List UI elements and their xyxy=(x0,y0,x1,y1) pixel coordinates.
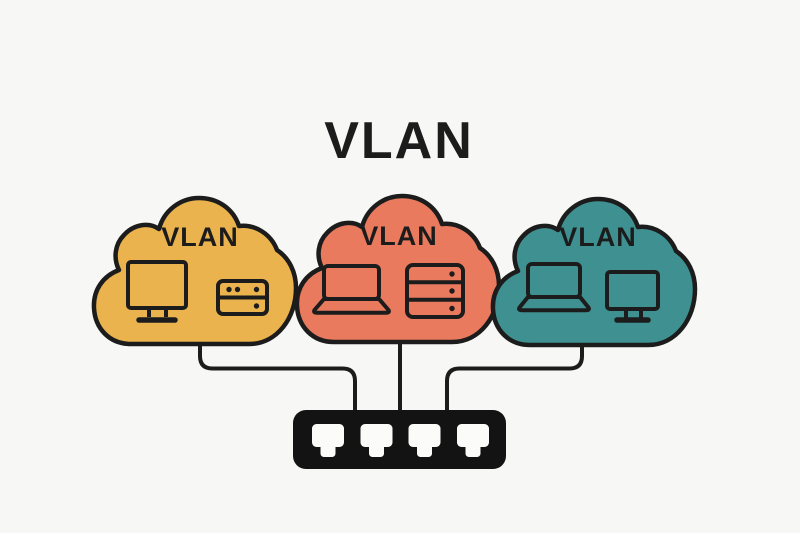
vlan-cloud-1: VLAN xyxy=(94,198,296,344)
ethernet-port-2 xyxy=(360,424,393,457)
vlan-cloud-2: VLAN xyxy=(297,196,499,342)
switch-body xyxy=(293,410,506,469)
ethernet-port-4 xyxy=(457,424,489,457)
laptop-icon xyxy=(312,264,391,315)
page-title: VLAN xyxy=(324,112,474,170)
cloud-label-2: VLAN xyxy=(360,221,438,251)
cloud-shape-3 xyxy=(493,199,695,345)
laptop-icon xyxy=(517,262,591,313)
vlan-cloud-3: VLAN xyxy=(493,199,695,345)
ethernet-port-3 xyxy=(408,424,441,457)
network-switch xyxy=(293,410,506,469)
cloud-label-3: VLAN xyxy=(559,222,637,252)
connectors xyxy=(198,336,584,415)
server-rack-icon xyxy=(405,263,465,319)
desktop-computer-icon xyxy=(126,260,188,323)
cloud-shape-2 xyxy=(297,196,499,342)
cloud-label-1: VLAN xyxy=(161,222,239,252)
network-hub-icon xyxy=(216,279,269,316)
ethernet-port-1 xyxy=(312,424,344,457)
cloud-shape-1 xyxy=(94,198,296,344)
desktop-computer-icon xyxy=(605,270,660,323)
connector-vlan-3 xyxy=(445,336,584,415)
connector-vlan-1 xyxy=(198,336,357,415)
